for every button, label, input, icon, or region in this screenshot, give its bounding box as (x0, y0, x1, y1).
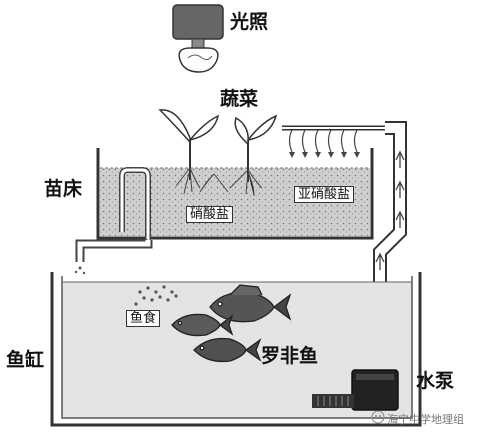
tilapia-fish (171, 284, 292, 363)
label-vegetables: 蔬菜 (220, 88, 259, 110)
label-pump: 水泵 (416, 370, 455, 392)
sprinkler-outlet (282, 125, 385, 158)
vegetable-plants (158, 109, 278, 197)
label-fish-food: 鱼食 (126, 310, 161, 327)
label-tank: 鱼缸 (6, 349, 45, 371)
label-tilapia: 罗非鱼 (261, 345, 319, 367)
label-nitrate: 硝酸盐 (186, 206, 234, 223)
water-pump (312, 369, 399, 411)
watermark-logo-icon (371, 410, 385, 424)
label-seedbed: 苗床 (44, 178, 83, 200)
fish-food-pellets (134, 285, 178, 306)
grow-lamp-icon (172, 4, 224, 73)
label-nitrite: 亚硝酸盐 (294, 186, 355, 203)
watermark-text: 海宁中学地理组 (387, 413, 464, 426)
drain-pipe (74, 167, 153, 275)
label-light: 光照 (230, 11, 269, 33)
